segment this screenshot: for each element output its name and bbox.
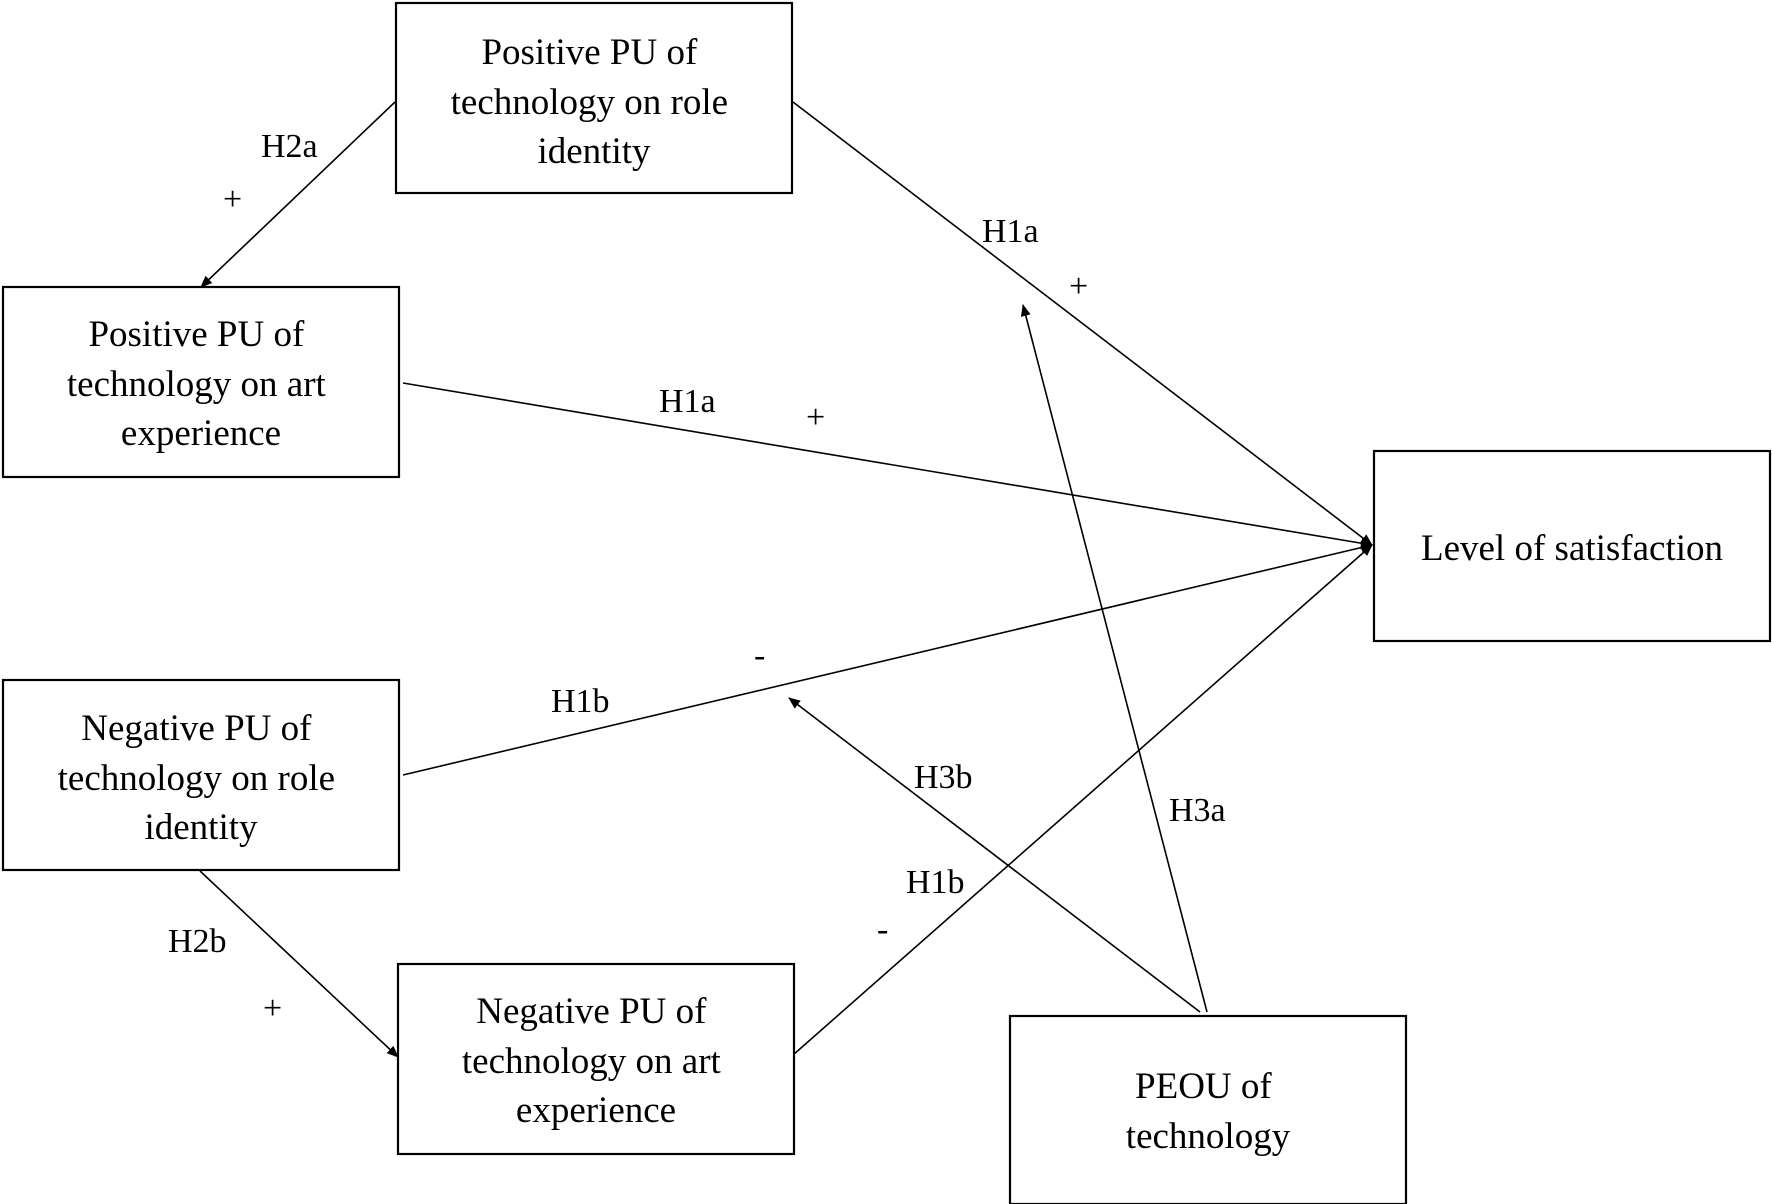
node-box (1008, 1014, 1408, 1204)
edge-h2b-sign: + (263, 990, 282, 1027)
edge-h3a-label: H3a (1169, 792, 1226, 829)
edge-h3b-arrow (788, 697, 1201, 1013)
node-label: Negative PU of technology on art experie… (462, 991, 730, 1131)
edge-h2b-arrow (199, 870, 399, 1058)
edge-h1a-mid-label: H1a (659, 383, 716, 420)
node-positive-pu-role-identity: Positive PU of technology on role identi… (394, 1, 794, 195)
edge-labels: H2a + H1a + H1a + - H1b H3b H3a H1b - H2… (168, 128, 1226, 1027)
edge-h1b-low-label: H1b (906, 864, 965, 901)
edge-h1b-low-sign: - (877, 911, 888, 948)
edge-h1a-top-label: H1a (982, 213, 1039, 250)
node-label: Positive PU of technology on art experie… (67, 314, 335, 454)
node-box (1372, 449, 1772, 643)
edge-h3a-arrow (1020, 304, 1208, 1013)
edge-h1a-top-arrow (792, 101, 1373, 546)
node-box (1, 678, 401, 872)
node-level-of-satisfaction: Level of satisfaction (1372, 449, 1772, 643)
edge-h1b-top-label: H1b (551, 683, 610, 720)
node-label: PEOU of technology (1126, 1066, 1291, 1157)
edge-h2a-arrow (200, 101, 396, 288)
edge-h1a-mid-arrow (402, 382, 1373, 549)
node-label: Positive PU of technology on role identi… (451, 32, 738, 172)
edge-h2a-sign: + (223, 181, 242, 218)
node-label: Negative PU of technology on role identi… (58, 708, 345, 848)
node-positive-pu-art-experience: Positive PU of technology on art experie… (1, 285, 401, 479)
node-box (394, 1, 794, 195)
node-peou-of-technology: PEOU of technology (1008, 1014, 1408, 1204)
edge-h1b-top-arrow (402, 542, 1373, 776)
node-label: Level of satisfaction (1421, 528, 1723, 569)
edge-h2b-label: H2b (168, 923, 227, 960)
edges (199, 101, 1373, 1058)
edge-h1a-mid-sign: + (806, 399, 825, 436)
node-box (1, 285, 401, 479)
edge-h1a-top-sign: + (1069, 268, 1088, 305)
edge-h2a-label: H2a (261, 128, 318, 165)
edge-h1b-top-sign: - (754, 637, 765, 674)
node-negative-pu-art-experience: Negative PU of technology on art experie… (396, 962, 796, 1156)
edge-h1b-low-arrow (792, 544, 1373, 1056)
node-box (396, 962, 796, 1156)
edge-h3b-label: H3b (914, 759, 973, 796)
node-negative-pu-role-identity: Negative PU of technology on role identi… (1, 678, 401, 872)
